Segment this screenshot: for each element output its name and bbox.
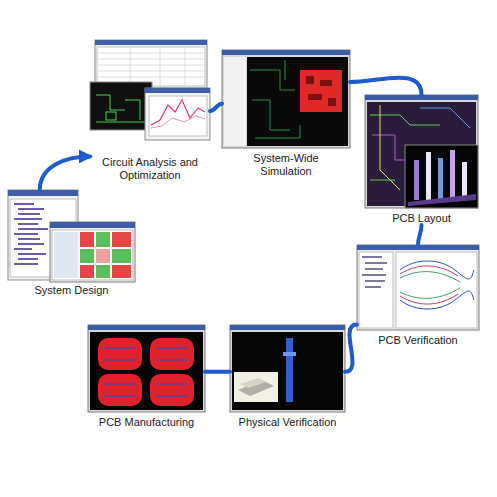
flow-connector: [205, 370, 230, 374]
process-step: Physical Verification: [230, 325, 345, 429]
process-step: PCB Layout: [365, 95, 478, 225]
flow-connector: [418, 225, 422, 245]
process-step: System-Wide Simulation: [222, 50, 350, 178]
step-label: PCB Verification: [358, 334, 478, 347]
pcb-manufacturing-screen: [88, 325, 205, 412]
pcb-verification-screen: [357, 245, 479, 330]
flow-connector: [350, 78, 422, 95]
pcb-layout-screens: [365, 95, 478, 208]
step-label: Circuit Analysis and Optimization: [102, 156, 198, 182]
step-label: PCB Manufacturing: [88, 416, 205, 429]
system-simulation-screen: [222, 50, 350, 148]
flow-connector: [345, 325, 357, 372]
circuit-analysis-screens: [90, 40, 210, 140]
process-step: Circuit Analysis and Optimization: [90, 40, 210, 182]
step-label: System-Wide Simulation: [238, 152, 334, 178]
physical-verification-screen: [230, 325, 345, 412]
process-step: PCB Verification: [357, 245, 479, 347]
step-label: Physical Verification: [230, 416, 345, 429]
system-design-screens: [8, 190, 135, 282]
step-label: PCB Layout: [367, 212, 477, 225]
flow-connector: [40, 156, 90, 190]
process-step: System Design: [8, 190, 135, 297]
process-step: PCB Manufacturing: [88, 325, 205, 429]
step-label: System Design: [17, 284, 127, 297]
flow-connector: [210, 104, 222, 111]
